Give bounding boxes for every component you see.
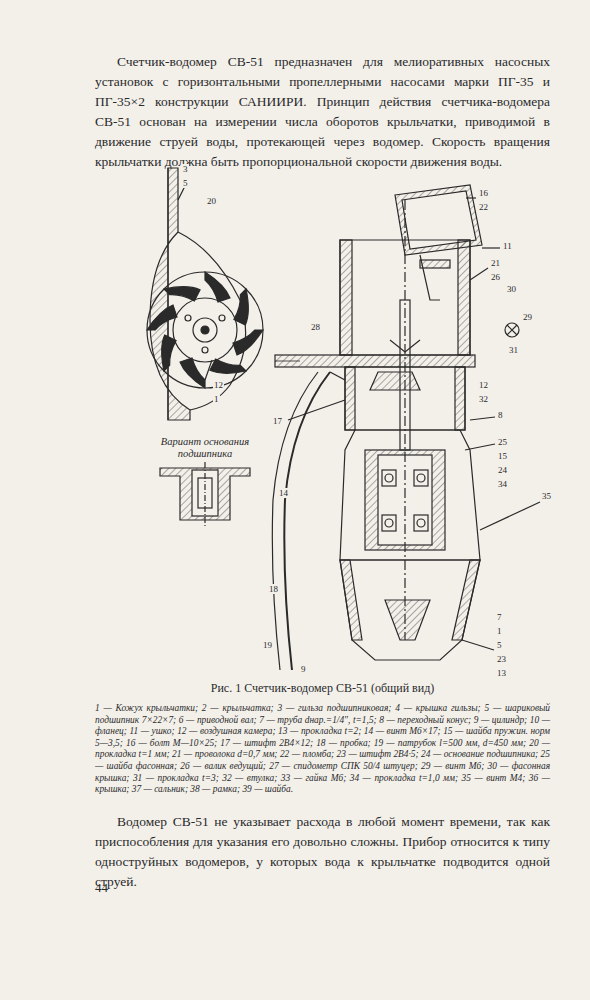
- parts-list: 1 — Кожух крыльчатки; 2 — крыльчатка; 3 …: [95, 703, 550, 796]
- callout-number: 34: [497, 479, 508, 489]
- page-number: 44: [95, 880, 108, 896]
- callout-number: 20: [206, 196, 217, 206]
- callout-number: 28: [310, 322, 321, 332]
- callout-number: 23: [496, 654, 507, 664]
- callout-number: 30: [506, 284, 517, 294]
- callout-number: 29: [522, 312, 533, 322]
- callout-number: 1: [213, 394, 220, 404]
- callout-number: 32: [478, 394, 489, 404]
- callout-number: 11: [502, 241, 513, 251]
- callout-number: 5: [496, 640, 503, 650]
- callout-number: 21: [490, 258, 501, 268]
- callout-number: 12: [478, 380, 489, 390]
- body-paragraph: Счетчик-водомер СВ-51 предназначен для м…: [95, 52, 550, 172]
- callout-number: 17: [272, 416, 283, 426]
- callout-number: 25: [497, 437, 508, 447]
- callout-number: 15: [497, 451, 508, 461]
- callout-number: 31: [508, 345, 519, 355]
- callout-number: 9: [300, 664, 307, 674]
- callout-number: 16: [478, 188, 489, 198]
- variant-note: Вариант основания подшипника: [140, 436, 270, 460]
- callout-number: 5: [182, 178, 189, 188]
- callout-number: 14: [278, 488, 289, 498]
- figure-caption: Рис. 1 Счетчик-водомер СВ-51 (общий вид): [95, 681, 550, 696]
- callout-number: 19: [262, 640, 273, 650]
- callout-number: 22: [478, 202, 489, 212]
- callout-number: 18: [268, 584, 279, 594]
- callout-number: 13: [496, 668, 507, 678]
- callout-number: 12: [213, 380, 224, 390]
- body-paragraph: Водомер СВ-51 не указывает расхода в люб…: [95, 812, 550, 892]
- callout-number: 7: [496, 612, 503, 622]
- callout-number: 26: [490, 272, 501, 282]
- callout-number: 1: [496, 626, 503, 636]
- callout-number: 35: [541, 491, 552, 501]
- callout-number: 24: [497, 465, 508, 475]
- callout-number: 3: [182, 164, 189, 174]
- callout-number: 8: [497, 410, 504, 420]
